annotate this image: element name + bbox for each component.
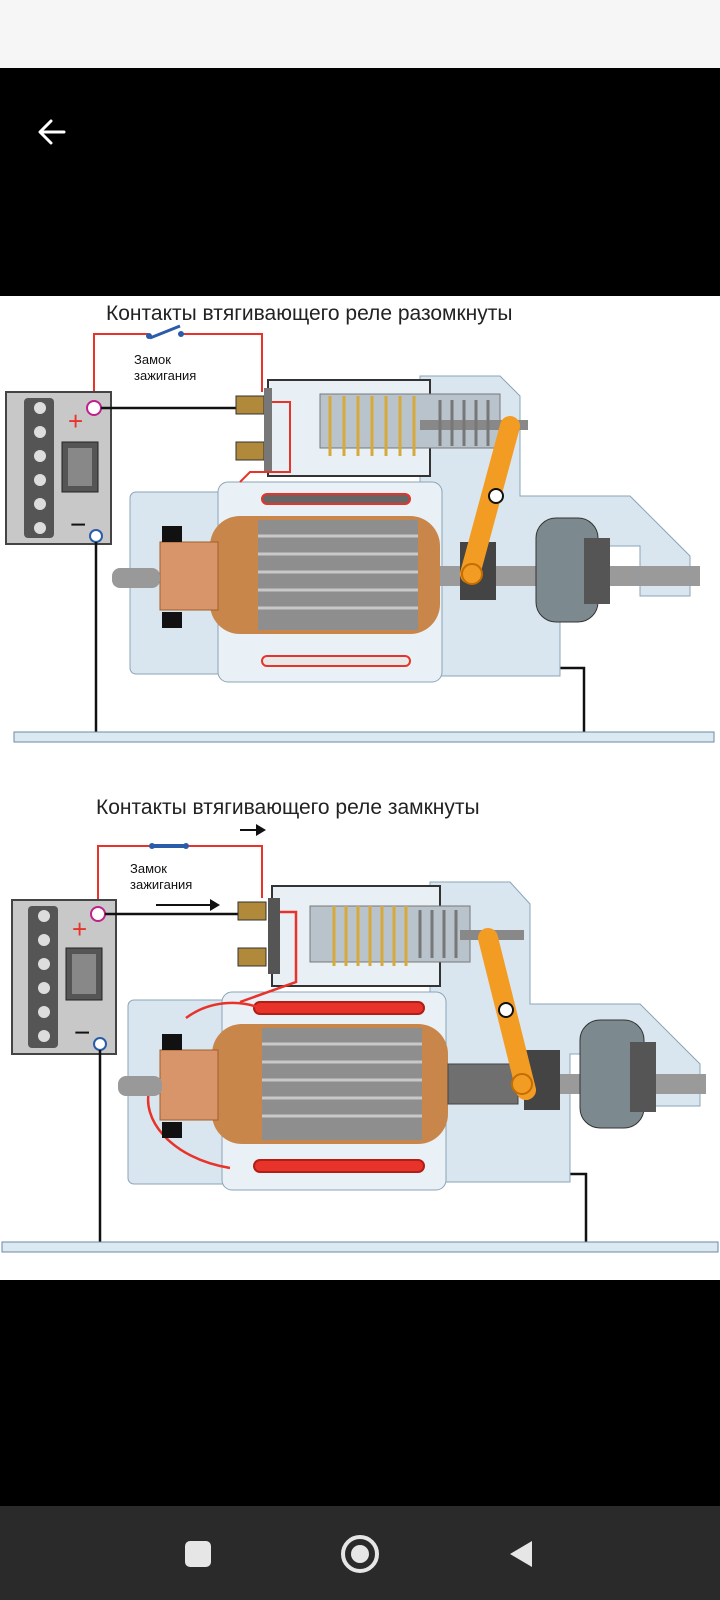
arrow-left-icon [38, 119, 66, 145]
battery-minus-terminal [89, 529, 103, 543]
starter-diagram-open: Контакты втягивающего реле разомкнуты За… [0, 296, 720, 788]
switch-label-line2: зажигания [130, 877, 192, 892]
solenoid [237, 885, 524, 1004]
square-icon [185, 1541, 211, 1567]
battery-plus-terminal [90, 906, 106, 922]
system-nav-bar [0, 1506, 720, 1600]
battery [5, 391, 112, 545]
armature [118, 1024, 706, 1144]
ignition-wiring [97, 843, 263, 906]
ignition-wiring [93, 324, 263, 406]
battery-plus-label: + [68, 406, 83, 436]
nav-back-button[interactable] [498, 1530, 546, 1578]
diagram-title: Контакты втягивающего реле разомкнуты [106, 302, 512, 325]
switch-label-line1: Замок [134, 352, 171, 367]
image-viewer[interactable]: Контакты втягивающего реле разомкнуты За… [0, 296, 720, 1280]
starter-diagram-closed: Контакты втягивающего реле замкнуты Замо… [0, 788, 720, 1280]
battery-minus-label: − [74, 1017, 90, 1048]
back-button[interactable] [22, 108, 82, 156]
battery [11, 899, 117, 1055]
diagram-title: Контакты втягивающего реле замкнуты [96, 796, 480, 819]
current-arrow-icon [240, 824, 266, 836]
shift-lever [460, 416, 520, 585]
switch-label-line1: Замок [130, 861, 167, 876]
battery-minus-label: − [70, 509, 86, 540]
battery-plus-terminal [86, 400, 102, 416]
current-arrow-icon [156, 899, 220, 911]
status-bar [0, 0, 720, 68]
pinion-gear [524, 1019, 656, 1129]
ignition-switch-open [149, 324, 181, 340]
recents-button[interactable] [174, 1530, 222, 1578]
shift-lever [478, 928, 536, 1100]
triangle-back-icon [510, 1541, 532, 1567]
battery-minus-terminal [93, 1037, 107, 1051]
app-bar [0, 68, 720, 296]
switch-label-line2: зажигания [134, 368, 196, 383]
armature [112, 516, 700, 634]
ground-plate [1, 1241, 719, 1253]
circle-icon [341, 1535, 379, 1573]
ground-plate [13, 731, 715, 743]
battery-plus-label: + [72, 914, 87, 944]
home-button[interactable] [336, 1530, 384, 1578]
solenoid [235, 379, 528, 483]
